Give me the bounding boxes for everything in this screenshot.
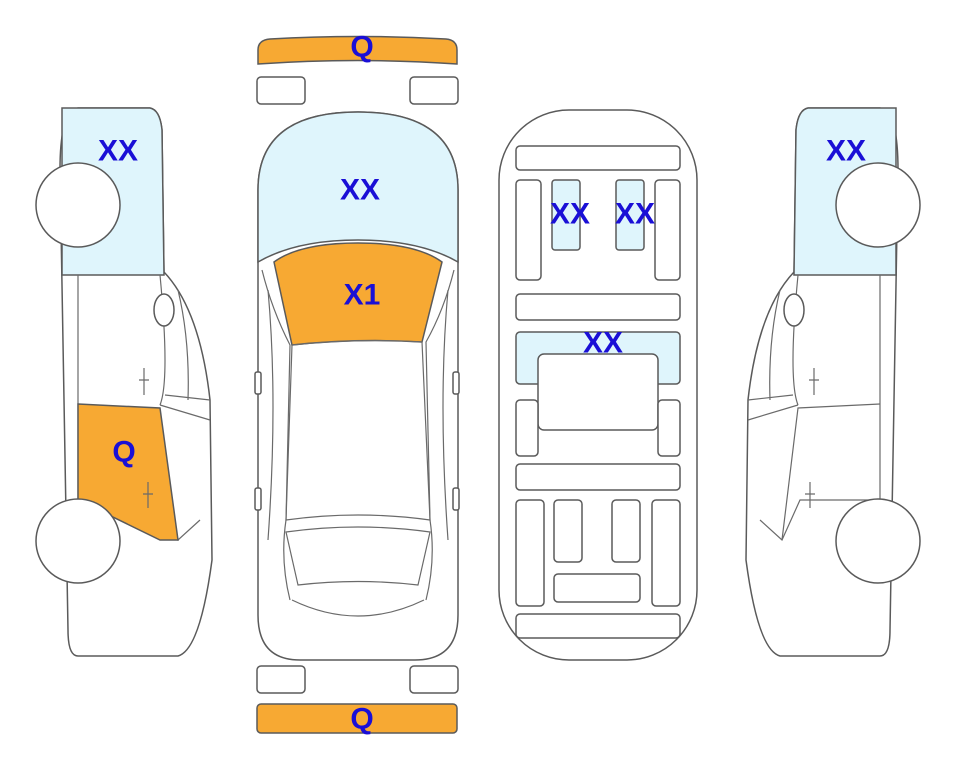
interior-dash xyxy=(515,145,681,171)
left-handle-upper xyxy=(139,368,149,395)
left-handle-lower xyxy=(143,482,153,508)
top-right-sill xyxy=(442,289,449,541)
top-left-mirror xyxy=(254,371,262,395)
right-window-line xyxy=(747,404,799,421)
top-hood-label: X1 xyxy=(344,279,381,312)
right-rear-window-label: XX xyxy=(826,135,866,168)
right-mirror xyxy=(783,293,805,327)
rear-bumper-group: Q xyxy=(256,665,459,736)
right-handle-upper xyxy=(809,368,819,395)
right-side-car: XX xyxy=(745,107,921,657)
top-trunk-line xyxy=(291,599,425,617)
left-rear-wheel xyxy=(35,498,121,584)
interior-back-left-outer xyxy=(515,499,545,607)
interior-trunk-bar xyxy=(515,613,681,639)
top-roof-line xyxy=(285,339,431,521)
left-body-crease xyxy=(177,289,189,401)
interior-front-right-outer xyxy=(654,179,681,281)
rear-bumper-label: Q xyxy=(350,703,373,736)
right-rear-wheel xyxy=(835,498,921,584)
top-right-handle xyxy=(452,487,460,511)
interior-back-left-seat xyxy=(553,499,583,563)
left-mirror xyxy=(153,293,175,327)
front-bumper-label: Q xyxy=(350,31,373,64)
top-windshield-label: XX xyxy=(340,174,380,207)
rear-right-light xyxy=(409,665,459,694)
interior-seat-left-label: XX xyxy=(550,198,590,231)
interior-back-right-outer xyxy=(651,499,681,607)
left-rear-door-part[interactable] xyxy=(77,403,179,541)
interior-rear-bar xyxy=(515,463,681,491)
top-view-car: XX X1 xyxy=(254,111,460,661)
rear-left-light xyxy=(256,665,306,694)
interior-seat-right-part[interactable] xyxy=(615,179,645,251)
rear-bumper-part[interactable] xyxy=(256,703,458,734)
interior-seat-right-label: XX xyxy=(615,198,655,231)
top-rear-glass xyxy=(285,526,431,586)
front-bumper-part[interactable] xyxy=(257,35,458,65)
interior-console xyxy=(537,353,659,431)
top-left-sill xyxy=(267,289,274,541)
interior-row-label: XX xyxy=(583,327,623,360)
top-left-handle xyxy=(254,487,262,511)
right-front-wheel xyxy=(835,162,921,248)
left-window-line xyxy=(159,404,211,421)
interior-seat-left-part[interactable] xyxy=(551,179,581,251)
interior-rear-left xyxy=(515,399,539,457)
right-body-crease xyxy=(769,289,781,401)
left-rear-window-label: XX xyxy=(98,135,138,168)
interior-front-left-outer xyxy=(515,179,542,281)
interior-back-mid xyxy=(553,573,641,603)
front-left-light xyxy=(256,76,306,105)
top-right-mirror xyxy=(452,371,460,395)
front-right-light xyxy=(409,76,459,105)
right-door-line xyxy=(759,275,881,541)
interior-back-right-seat xyxy=(611,499,641,563)
interior-rear-right xyxy=(657,399,681,457)
right-handle-lower xyxy=(805,482,815,508)
left-front-wheel xyxy=(35,162,121,248)
left-rear-door-label: Q xyxy=(112,436,135,469)
top-windshield-part[interactable] xyxy=(257,111,459,264)
interior-view: XX XX XX xyxy=(498,109,698,661)
right-rear-door-line xyxy=(781,403,881,541)
interior-mid-bar xyxy=(515,293,681,321)
left-side-car: XX Q xyxy=(35,107,213,657)
front-bumper-group: Q xyxy=(256,31,459,105)
